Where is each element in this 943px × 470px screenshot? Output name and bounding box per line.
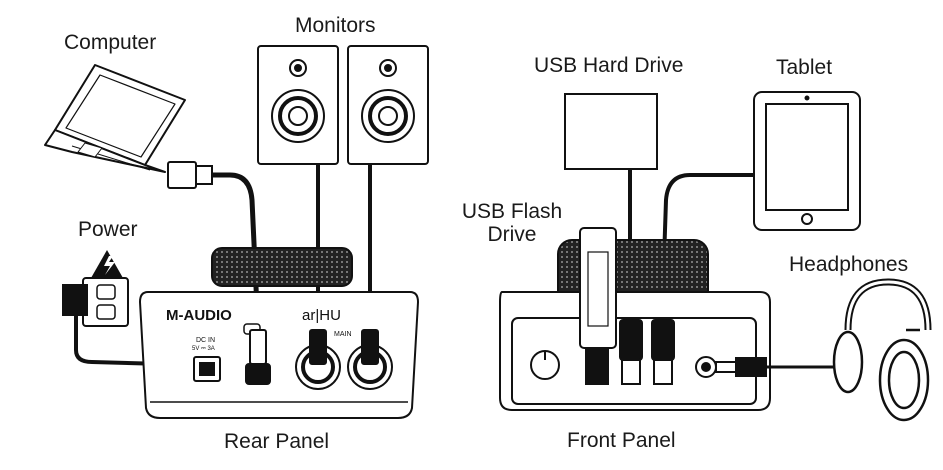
rear-panel-label: Rear Panel [224, 430, 330, 453]
monitors-label: Monitors [295, 14, 376, 37]
dc-in-label: DC IN [196, 337, 215, 344]
laptop-icon [44, 64, 186, 173]
headphones-icon [832, 278, 932, 422]
dc-spec-label: 5V ⎓ 3A [192, 346, 215, 352]
usb-cable [212, 172, 261, 331]
main-output-left-jack [295, 329, 341, 390]
headphone-plug [715, 357, 767, 377]
brand-label: M-AUDIO [166, 307, 232, 324]
usb-hard-drive-icon [564, 93, 658, 170]
usb-flash-drive-label-line1: USB Flash [461, 200, 563, 223]
usb-plug-icon [167, 161, 213, 189]
front-panel-label: Front Panel [567, 429, 676, 452]
power-cable [74, 315, 201, 367]
dc-power-jack [193, 356, 221, 382]
model-label: ar|HU [302, 307, 341, 324]
power-outlet-icon [62, 277, 129, 327]
tablet-cable [660, 173, 754, 321]
warning-icon [91, 250, 123, 278]
main-output-label: MAIN [334, 331, 352, 338]
usb-connector-front-1 [619, 319, 643, 385]
usb-hard-drive-label: USB Hard Drive [534, 54, 684, 77]
front-volume-knob [530, 350, 560, 380]
computer-label: Computer [64, 31, 157, 54]
power-label: Power [78, 218, 138, 241]
usb-connector-front-2 [651, 319, 675, 385]
main-output-right-jack [347, 329, 393, 390]
headphones-label: Headphones [789, 253, 909, 276]
usb-flash-drive-icon [579, 227, 617, 385]
monitor-speaker-right [347, 45, 429, 165]
headphone-jack [695, 356, 717, 378]
tablet-label: Tablet [776, 56, 833, 79]
rear-panel-device [138, 247, 420, 419]
usb-flash-drive-label-line2: Drive [487, 223, 537, 247]
tablet-icon [753, 91, 861, 231]
usb-connector-rear [245, 329, 271, 385]
monitor-speaker-left [257, 45, 339, 165]
usb-flash-drive-label: USB Flash Drive [455, 200, 569, 246]
